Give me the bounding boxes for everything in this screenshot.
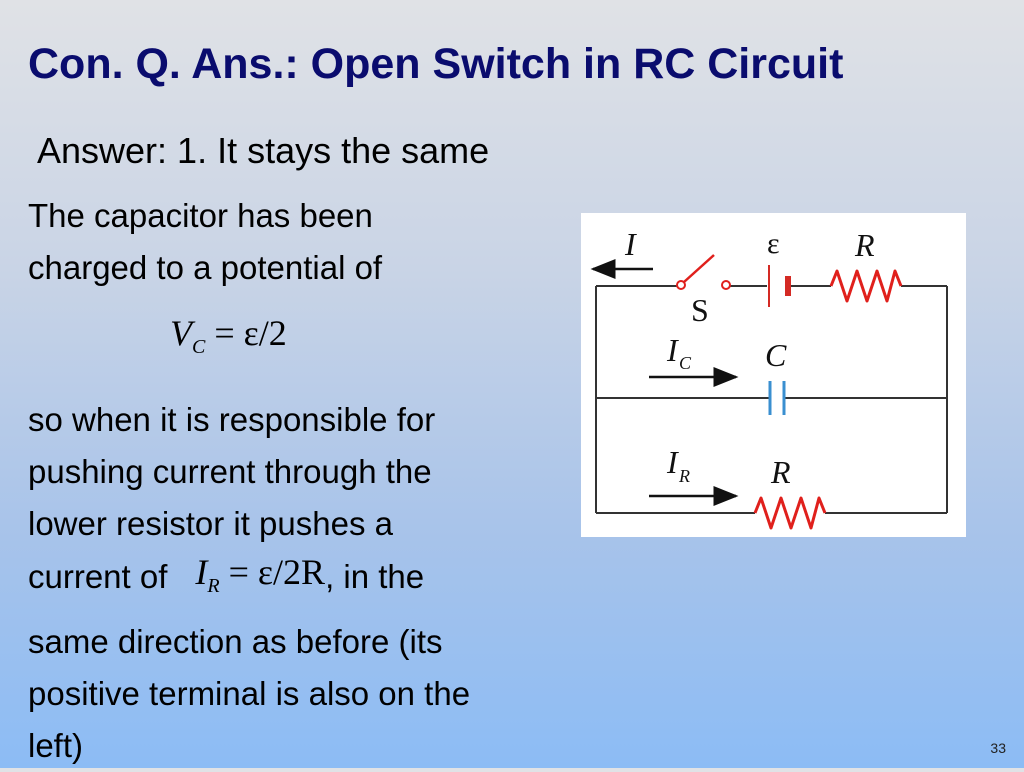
switch-icon [676, 254, 731, 290]
text-line: charged to a potential of [28, 249, 383, 286]
eq-vc-sub: C [192, 336, 206, 358]
resistor-bottom-icon [753, 496, 827, 530]
text-line: The capacitor has been [28, 197, 373, 234]
paragraph-capacitor-charged: The capacitor has been charged to a pote… [28, 190, 382, 294]
label-current-cap: I [666, 332, 679, 368]
eq-ir-rhs: = ε/2R [228, 552, 326, 592]
equation-vc: VC = ε/2 [170, 312, 287, 372]
page-number: 33 [990, 740, 1006, 756]
label-resistor-bottom: R [770, 454, 791, 490]
label-emf: ε [767, 227, 780, 260]
eq-vc-rhs: = ε/2 [214, 313, 287, 353]
label-current-res-sub: R [678, 466, 690, 486]
label-current-res: I [666, 444, 679, 480]
label-current-cap-sub: C [679, 353, 692, 373]
text-line: pushing current through the [28, 453, 432, 490]
current-of-text: current of [28, 558, 168, 595]
label-resistor-top: R [854, 227, 875, 263]
text-line: positive terminal is also on the [28, 675, 471, 712]
slide-title: Con. Q. Ans.: Open Switch in RC Circuit [28, 40, 844, 88]
label-switch: S [691, 292, 709, 328]
answer-text: Answer: 1. It stays the same [37, 130, 490, 171]
eq-ir-sub: R [207, 575, 220, 597]
text-line: so when it is responsible for [28, 401, 436, 438]
capacitor-icon [768, 381, 786, 415]
wires [595, 285, 948, 514]
paragraph-current: so when it is responsible for pushing cu… [28, 394, 470, 772]
battery-icon [768, 265, 791, 307]
text-line: same direction as before (its [28, 623, 443, 660]
text-line-with-equation: current of IR = ε/2R, in the [28, 550, 470, 616]
label-capacitor: C [765, 337, 787, 373]
resistor-top-icon [829, 269, 903, 303]
equation-ir: IR = ε/2R [195, 546, 325, 612]
circuit-diagram: I ε R S I C C I R R [581, 213, 966, 537]
eq-ir-lhs: I [195, 552, 208, 592]
in-the-text: , in the [325, 558, 425, 595]
text-line: lower resistor it pushes a [28, 505, 393, 542]
eq-vc-lhs: V [170, 313, 192, 353]
circuit-svg: I ε R S I C C I R R [590, 226, 948, 530]
label-current-top: I [624, 226, 637, 262]
text-line: left) [28, 727, 84, 764]
